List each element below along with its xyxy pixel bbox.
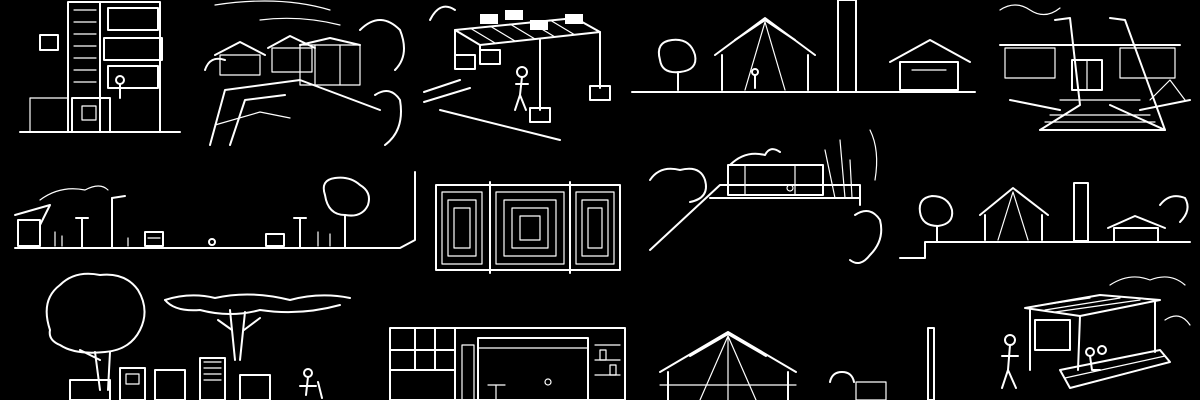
- interior-shop-section: [389, 327, 626, 400]
- conical-pavilion: [659, 327, 935, 400]
- pergola-frame-axonometric: [423, 5, 611, 141]
- house-icon: [204, 0, 405, 146]
- pattern-icon: [435, 181, 621, 274]
- gate-entrance-perspective: [999, 4, 1191, 131]
- pergola-icon: [423, 5, 611, 141]
- pavilion-icon: [631, 0, 976, 93]
- trees-and-blocks-section: [45, 272, 351, 400]
- shaded-seating-perspective: [1001, 276, 1191, 389]
- pavilions-section-small: [899, 182, 1191, 259]
- tent-icon: [659, 327, 935, 400]
- building-icon: [19, 1, 181, 133]
- street-section: [14, 171, 416, 249]
- pavilions-and-chimney-section: [631, 0, 976, 93]
- terrace-icon: [649, 129, 883, 265]
- tree-icon: [45, 272, 351, 400]
- street-icon: [14, 171, 416, 249]
- bench-icon: [1001, 276, 1191, 389]
- square-pattern-panels: [435, 181, 621, 274]
- pavilion-icon: [899, 182, 1191, 259]
- tower-building-elevation: [19, 1, 181, 133]
- gate-icon: [999, 4, 1191, 131]
- village-houses-perspective: [204, 0, 405, 146]
- interior-icon: [389, 327, 626, 400]
- terraced-house-on-slope: [649, 129, 883, 265]
